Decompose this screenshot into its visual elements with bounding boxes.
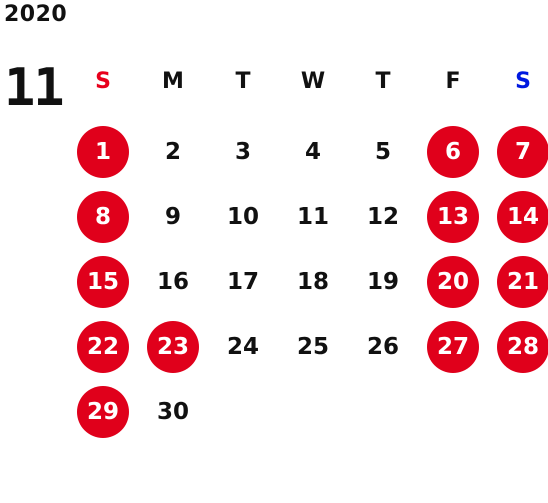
holiday-day-number: 27 xyxy=(427,320,479,373)
holiday-day-number: 21 xyxy=(497,255,548,308)
day-number: 10 xyxy=(226,203,259,230)
day-number: 5 xyxy=(374,138,391,165)
holiday-day-number: 20 xyxy=(427,255,479,308)
day-number: 30 xyxy=(156,398,189,425)
day-number: 2 xyxy=(164,138,181,165)
day-cell[interactable]: 12 xyxy=(348,184,418,249)
day-cell[interactable]: 14 xyxy=(488,184,548,249)
weekday-label-sunday: S xyxy=(95,68,111,94)
day-cell[interactable]: 15 xyxy=(68,249,138,314)
day-number: 4 xyxy=(304,138,321,165)
holiday-day-number: 14 xyxy=(497,190,548,243)
day-cell[interactable]: 1 xyxy=(68,119,138,184)
day-number: 9 xyxy=(164,203,181,230)
day-number: 26 xyxy=(366,333,399,360)
holiday-day-number: 23 xyxy=(147,320,199,373)
day-number: 17 xyxy=(226,268,259,295)
day-number: 18 xyxy=(296,268,329,295)
holiday-day-number: 22 xyxy=(77,320,129,373)
day-number: 3 xyxy=(234,138,251,165)
day-cell[interactable]: 22 xyxy=(68,314,138,379)
day-cell[interactable]: 16 xyxy=(138,249,208,314)
weekday-label-weekday: W xyxy=(300,68,326,94)
day-number: 24 xyxy=(226,333,259,360)
day-cell[interactable]: 29 xyxy=(68,379,138,444)
day-cell[interactable]: 10 xyxy=(208,184,278,249)
day-cell[interactable]: 27 xyxy=(418,314,488,379)
day-cell[interactable]: 23 xyxy=(138,314,208,379)
day-cell[interactable]: 28 xyxy=(488,314,548,379)
calendar-year: 2020 xyxy=(4,2,68,27)
day-cell[interactable]: 9 xyxy=(138,184,208,249)
holiday-day-number: 29 xyxy=(77,385,129,438)
weekday-label-weekday: T xyxy=(235,68,251,94)
day-cell[interactable]: 17 xyxy=(208,249,278,314)
day-cell[interactable]: 26 xyxy=(348,314,418,379)
day-number: 16 xyxy=(156,268,189,295)
day-cell[interactable]: 2 xyxy=(138,119,208,184)
day-cell[interactable]: 13 xyxy=(418,184,488,249)
day-cell[interactable]: 20 xyxy=(418,249,488,314)
day-number: 25 xyxy=(296,333,329,360)
holiday-day-number: 6 xyxy=(427,125,479,178)
day-cell[interactable]: 8 xyxy=(68,184,138,249)
holiday-day-number: 1 xyxy=(77,125,129,178)
weekday-label-weekday: T xyxy=(375,68,391,94)
weekday-label-saturday: S xyxy=(515,68,531,94)
weekday-label-weekday: F xyxy=(445,68,461,94)
day-cell[interactable]: 30 xyxy=(138,379,208,444)
day-cell[interactable]: 21 xyxy=(488,249,548,314)
day-cell[interactable]: 3 xyxy=(208,119,278,184)
day-number: 19 xyxy=(366,268,399,295)
day-cell[interactable]: 6 xyxy=(418,119,488,184)
holiday-day-number: 28 xyxy=(497,320,548,373)
day-cell[interactable]: 19 xyxy=(348,249,418,314)
day-cell[interactable]: 5 xyxy=(348,119,418,184)
day-cell[interactable]: 25 xyxy=(278,314,348,379)
day-cell[interactable]: 24 xyxy=(208,314,278,379)
holiday-day-number: 8 xyxy=(77,190,129,243)
calendar-month: 11 xyxy=(4,58,65,118)
holiday-day-number: 15 xyxy=(77,255,129,308)
holiday-day-number: 7 xyxy=(497,125,548,178)
day-number: 11 xyxy=(296,203,329,230)
day-number: 12 xyxy=(366,203,399,230)
day-cell[interactable]: 18 xyxy=(278,249,348,314)
day-cell[interactable]: 4 xyxy=(278,119,348,184)
weekday-label-weekday: M xyxy=(162,68,184,94)
day-cell[interactable]: 11 xyxy=(278,184,348,249)
holiday-day-number: 13 xyxy=(427,190,479,243)
day-cell[interactable]: 7 xyxy=(488,119,548,184)
